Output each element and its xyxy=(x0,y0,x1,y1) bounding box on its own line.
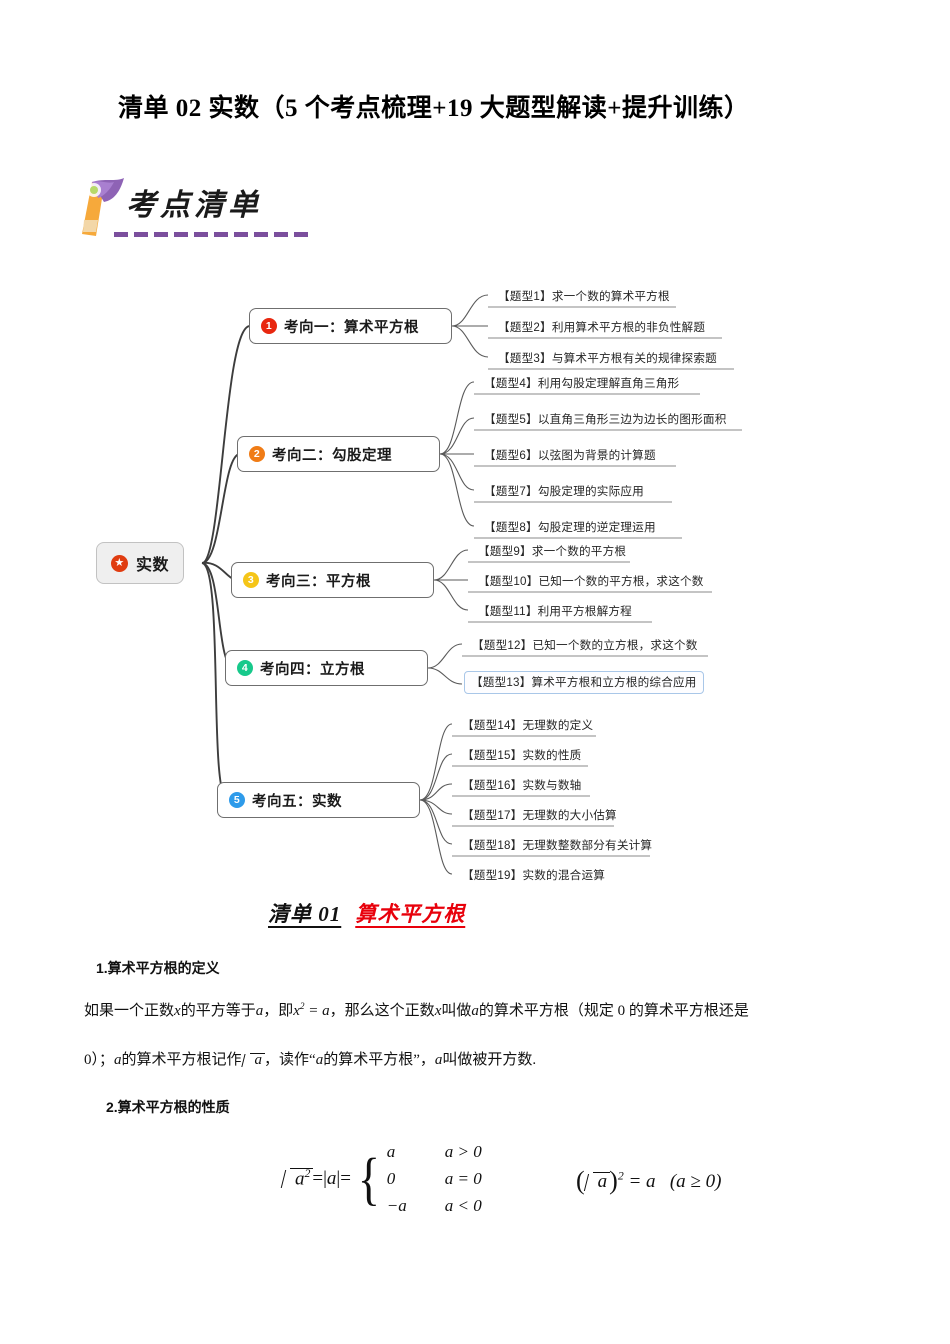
def-var-x1: x xyxy=(174,1003,181,1019)
badge-number-2: 2 xyxy=(249,446,265,462)
case-3-condition: a < 0 xyxy=(444,1195,482,1215)
case-2-value: 0 xyxy=(386,1168,396,1188)
sqrt-exponent: 2 xyxy=(304,1166,311,1180)
logo-underline-dashes xyxy=(114,232,314,237)
mindmap-leaf-5[interactable]: 【题型5】以直角三角形三边为边长的图形面积 xyxy=(484,413,727,426)
mindmap-branch-1[interactable]: 1 考向一：算术平方根 xyxy=(249,308,452,344)
mindmap-leaf-8[interactable]: 【题型8】勾股定理的逆定理运用 xyxy=(484,521,656,534)
badge-number-5: 5 xyxy=(229,792,245,808)
case-1-value: a xyxy=(386,1141,396,1161)
section-heading: 清单 01 算术平方根 xyxy=(268,898,465,928)
mindmap-leaf-15[interactable]: 【题型15】实数的性质 xyxy=(462,749,582,762)
sqrt-a-squared-radical: a2 xyxy=(282,1166,314,1190)
def-var-a2: a xyxy=(471,1003,479,1019)
mindmap-leaf-9[interactable]: 【题型9】求一个数的平方根 xyxy=(478,545,627,558)
case-2-condition: a = 0 xyxy=(444,1168,482,1188)
mindmap: ★ 实数 1 考向一：算术平方根 【题型1】求一个数的算术平方根 【题型2】利用… xyxy=(0,262,950,882)
right-condition: (a ≥ 0) xyxy=(669,1171,722,1192)
subheading-properties: 2.算术平方根的性质 xyxy=(106,1099,230,1115)
page-title: 清单 02 实数（5 个考点梳理+19 大题型解读+提升训练） xyxy=(118,95,750,122)
mindmap-leaf-14[interactable]: 【题型14】无理数的定义 xyxy=(462,719,594,732)
case-row-2: 0 a = 0 xyxy=(387,1165,525,1192)
def2-text-c: ，读作“ xyxy=(264,1052,316,1068)
definition-line-1: 如果一个正数x的平方等于a，即x2 = a，那么这个正数x叫做a的算术平方根（规… xyxy=(84,1002,749,1020)
mindmap-branch-4-label: 考向四：立方根 xyxy=(260,661,365,678)
mindmap-leaf-1[interactable]: 【题型1】求一个数的算术平方根 xyxy=(498,290,670,303)
mindmap-leaf-17[interactable]: 【题型17】无理数的大小估算 xyxy=(462,809,617,822)
def2-var-a2: a xyxy=(315,1052,324,1068)
red-star-icon: ★ xyxy=(111,554,128,572)
flag-banner-icon xyxy=(82,178,124,236)
def-eq-x2a: x2 = a xyxy=(293,1002,330,1019)
mindmap-leaf-3[interactable]: 【题型3】与算术平方根有关的规律探索题 xyxy=(498,352,717,365)
def2-var-a3: a xyxy=(434,1052,443,1068)
sqrt-a-radical-right: a xyxy=(585,1171,610,1193)
sqrt-a-squared-radicand: a2 xyxy=(295,1166,311,1190)
mindmap-leaf-10[interactable]: 【题型10】已知一个数的平方根，求这个数 xyxy=(478,575,704,588)
mindmap-leaf-2[interactable]: 【题型2】利用算术平方根的非负性解题 xyxy=(498,321,706,334)
case-row-3: −a a < 0 xyxy=(387,1192,525,1219)
mindmap-branch-3[interactable]: 3 考向三：平方根 xyxy=(231,562,434,598)
piecewise-cases: a a > 0 0 a = 0 −a a < 0 xyxy=(387,1138,525,1219)
mindmap-branch-5-label: 考向五：实数 xyxy=(252,793,342,810)
sqrt-a-inline: a xyxy=(242,1052,265,1069)
mindmap-root-label: 实数 xyxy=(136,557,170,574)
badge-number-3: 3 xyxy=(243,572,259,588)
case-row-1: a a > 0 xyxy=(387,1138,525,1165)
mindmap-branch-4[interactable]: 4 考向四：立方根 xyxy=(225,650,428,686)
kaodian-qingdan-logo: 考点清单 xyxy=(74,176,324,246)
mindmap-branch-5[interactable]: 5 考向五：实数 xyxy=(217,782,420,818)
formula-sqrt-a-squared: a2 =|a|= { a a > 0 0 a = 0 −a a < 0 xyxy=(282,1138,525,1219)
mindmap-leaf-13[interactable]: 【题型13】算术平方根和立方根的综合应用 xyxy=(464,671,704,694)
badge-number-4: 4 xyxy=(237,660,253,676)
mindmap-leaf-12[interactable]: 【题型12】已知一个数的立方根，求这个数 xyxy=(472,639,698,652)
mindmap-leaf-6[interactable]: 【题型6】以弦图为背景的计算题 xyxy=(484,449,656,462)
mindmap-branch-2[interactable]: 2 考向二：勾股定理 xyxy=(237,436,440,472)
mindmap-branch-3-label: 考向三：平方根 xyxy=(266,573,371,590)
subheading-definition: 1.算术平方根的定义 xyxy=(96,960,220,976)
mindmap-root-node[interactable]: ★ 实数 xyxy=(96,542,185,584)
sqrt-right-radicand: a xyxy=(597,1171,608,1192)
logo-text: 考点清单 xyxy=(126,189,262,222)
def-text-b: 的平方等于 xyxy=(180,1003,256,1019)
case-1-condition: a > 0 xyxy=(444,1141,482,1161)
formula-block: a2 =|a|= { a a > 0 0 a = 0 −a a < 0 (a)2… xyxy=(0,1122,950,1222)
open-paren: ( xyxy=(576,1166,585,1195)
formula-eq2: |= xyxy=(336,1167,351,1189)
right-equals: = a xyxy=(628,1171,656,1192)
def2-text-d: 的算术平方根”， xyxy=(323,1052,435,1068)
formula-abs-var: a xyxy=(326,1167,337,1189)
def-var-a1: a xyxy=(255,1003,264,1019)
def-text-e: 叫做 xyxy=(441,1003,472,1019)
mindmap-leaf-18[interactable]: 【题型18】无理数整数部分有关计算 xyxy=(462,839,653,852)
formula-sqrt-a-squared-equals-a: ( a)2 = a (a ≥ 0) xyxy=(576,1166,721,1196)
mindmap-leaf-16[interactable]: 【题型16】实数与数轴 xyxy=(462,779,582,792)
badge-number-1: 1 xyxy=(261,318,277,334)
left-brace-icon: { xyxy=(357,1145,381,1211)
mindmap-branch-1-label: 考向一：算术平方根 xyxy=(284,319,419,336)
mindmap-branch-2-label: 考向二：勾股定理 xyxy=(272,447,392,464)
def-text-d: ，那么这个正数 xyxy=(329,1003,435,1019)
def-text-c: ，即 xyxy=(263,1003,294,1019)
mindmap-leaf-19[interactable]: 【题型19】实数的混合运算 xyxy=(462,869,606,882)
mindmap-leaf-11[interactable]: 【题型11】利用平方根解方程 xyxy=(478,605,632,618)
def-text-f: 的算术平方根（规定 0 的算术平方根还是 xyxy=(478,1003,749,1019)
case-3-value: −a xyxy=(386,1195,407,1215)
def2-text-a: 0）； xyxy=(84,1052,115,1068)
formula-eq1: =| xyxy=(312,1167,327,1189)
mindmap-connectors xyxy=(201,294,742,875)
right-exponent: 2 xyxy=(617,1169,624,1183)
section-number: 清单 01 xyxy=(268,902,342,926)
sqrt-a-radicand: a xyxy=(254,1052,263,1068)
def-text-a: 如果一个正数 xyxy=(84,1003,175,1019)
section-name: 算术平方根 xyxy=(355,902,466,926)
def2-text-e: 叫做被开方数. xyxy=(442,1052,537,1068)
def-var-x2: x xyxy=(434,1003,442,1019)
close-paren: ) xyxy=(609,1166,618,1195)
mindmap-leaf-7[interactable]: 【题型7】勾股定理的实际应用 xyxy=(484,485,644,498)
def2-text-b: 的算术平方根记作 xyxy=(121,1052,242,1068)
def2-var-a1: a xyxy=(114,1052,122,1068)
mindmap-leaf-4[interactable]: 【题型4】利用勾股定理解直角三角形 xyxy=(484,377,680,390)
